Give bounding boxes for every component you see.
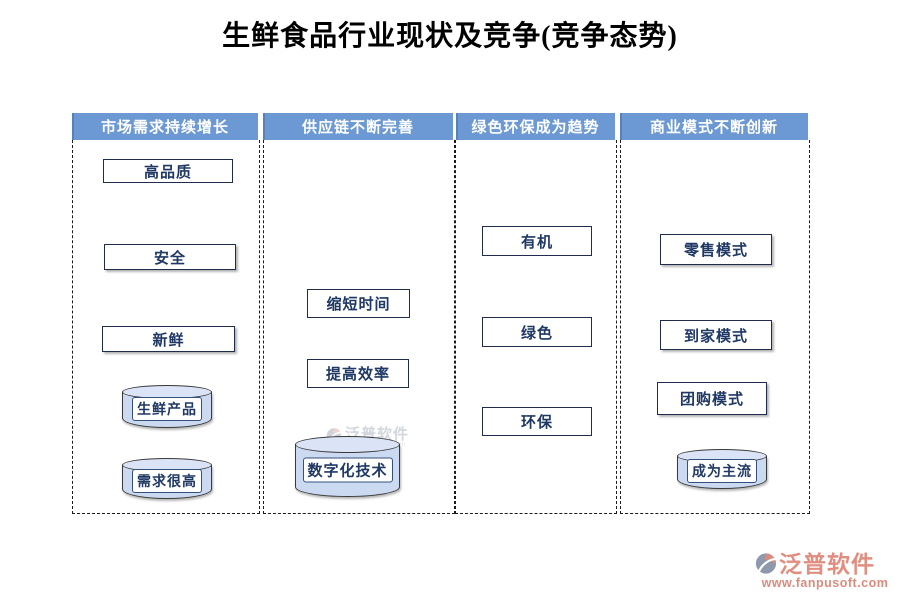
box-improve-efficiency: 提高效率 [307,359,409,388]
column-header-green-trend: 绿色环保成为趋势 [456,113,615,140]
cylinder-label: 生鲜产品 [132,397,202,422]
cylinder-high-demand: 需求很高 [122,458,212,499]
box-high-quality: 高品质 [103,159,233,183]
cylinder-label: 成为主流 [687,459,757,484]
box-home-delivery-model: 到家模式 [660,320,772,350]
cylinder-top-ellipse [295,436,400,453]
column-body-market-demand [72,140,260,514]
fanpu-logo: 泛普软件 www.fanpusoft.com [755,551,895,590]
column-body-business-model [620,140,810,514]
column-body-supply-chain [263,140,455,514]
cylinder-become-mainstream: 成为主流 [677,449,767,489]
cylinder-fresh-products: 生鲜产品 [122,385,212,428]
box-green: 绿色 [482,317,592,347]
fanpu-logo-name: 泛普软件 [779,550,875,577]
cylinder-label: 数字化技术 [302,457,393,483]
box-fresh: 新鲜 [102,326,235,352]
fanpu-logo-row: 泛普软件 [755,551,895,576]
column-header-supply-chain: 供应链不断完善 [263,113,453,140]
box-eco-friendly: 环保 [482,407,592,436]
fanpu-logo-icon [755,553,777,574]
box-safety: 安全 [104,244,236,270]
fanpu-logo-url: www.fanpusoft.com [761,576,889,590]
column-body-green-trend [455,140,617,514]
box-organic: 有机 [482,226,592,256]
page-title: 生鲜食品行业现状及竞争(竞争态势) [222,21,678,52]
box-group-buying-model: 团购模式 [657,382,767,415]
box-shorten-time: 缩短时间 [307,289,410,318]
column-header-business-model: 商业模式不断创新 [620,113,808,140]
cylinder-digital-technology: 数字化技术 [295,436,400,497]
column-header-market-demand: 市场需求持续增长 [72,113,258,140]
cylinder-label: 需求很高 [132,468,202,493]
box-retail-model: 零售模式 [660,234,772,265]
